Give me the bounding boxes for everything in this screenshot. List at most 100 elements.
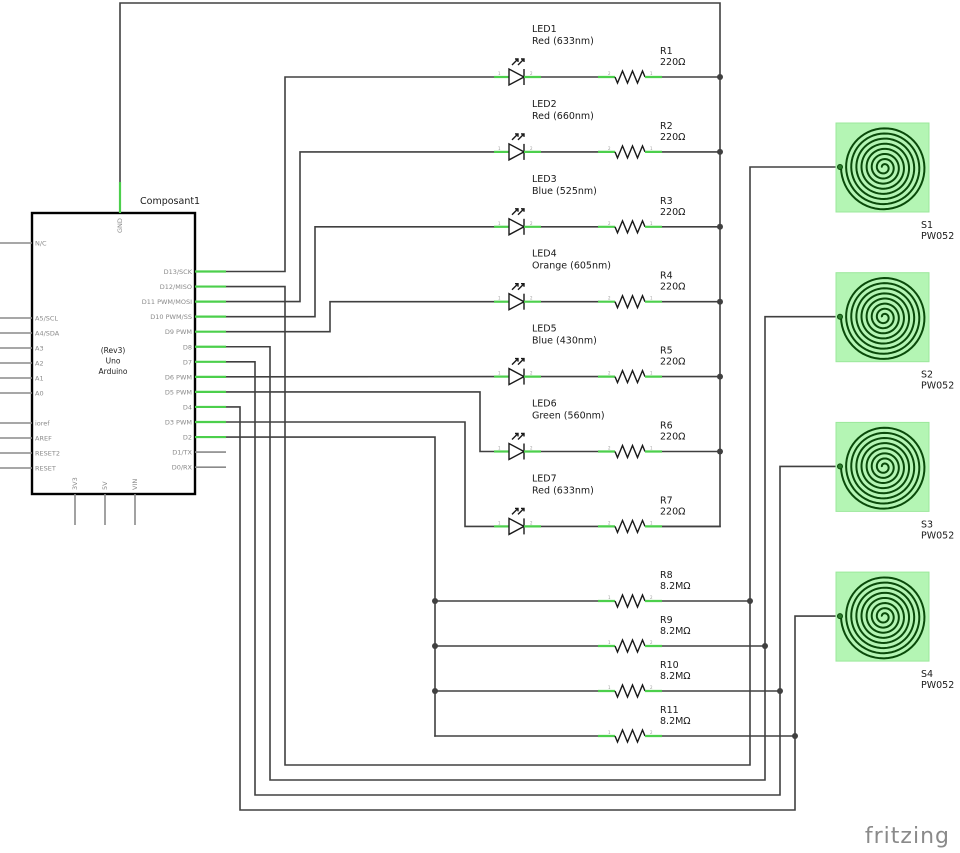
light-emission-arrows-icon (511, 58, 525, 66)
resistor-value-label: 220Ω (660, 207, 685, 218)
left-pin-label: A3 (35, 345, 44, 353)
right-pin-label: D9 PWM (165, 328, 192, 336)
led-color-label: Green (560nm) (532, 411, 605, 422)
resistor-value-label: 220Ω (660, 357, 685, 368)
right-pin-label: D7 (183, 358, 192, 366)
resistor-zigzag-icon (614, 443, 646, 460)
pin-to-led-wire (225, 421, 495, 528)
right-pin-label: D3 PWM (165, 419, 192, 427)
pin-number: 1 (498, 146, 501, 151)
sensor-ref-label: S2 (921, 370, 933, 381)
resistor-ref-label: R10 (660, 660, 679, 671)
pin-number: 2 (530, 371, 533, 376)
sensor-pin[interactable] (837, 613, 843, 620)
led-color-label: Orange (605nm) (532, 261, 611, 272)
resistor-ref-label: R5 (660, 346, 673, 357)
left-pin-label: ioref (35, 420, 50, 428)
bottom-pin-label: 5V (101, 481, 109, 490)
arduino-name-label: Composant1 (140, 196, 200, 207)
right-pin-label: D6 PWM (165, 373, 192, 381)
junction-dot (432, 688, 438, 694)
spiral-electrode-icon (840, 576, 926, 660)
led-diode-icon[interactable] (508, 217, 526, 236)
left-pin-label: RESET (35, 465, 56, 473)
led-ref-label: LED2 (532, 99, 557, 110)
arduino-body[interactable] (30, 211, 197, 496)
sensor-pin[interactable] (837, 313, 843, 320)
pin-number: 1 (498, 371, 501, 376)
resistor-zigzag-icon (614, 518, 646, 535)
led-ref-label: LED5 (532, 324, 557, 335)
pin-number: 2 (608, 371, 611, 376)
pin-number: 2 (530, 520, 533, 525)
sensor-ref-label: S4 (921, 669, 933, 680)
resistor-zigzag-icon (614, 683, 646, 699)
junction-dot (717, 298, 723, 305)
left-pin-label: A1 (35, 375, 44, 383)
led-color-label: Red (633nm) (532, 36, 594, 47)
right-pin-label: D5 PWM (165, 388, 192, 396)
led-color-label: Red (633nm) (532, 485, 594, 496)
led-ref-label: LED4 (532, 249, 557, 260)
pin-number: 2 (608, 71, 611, 76)
pin-number: 1 (608, 595, 611, 600)
pin-number: 2 (608, 296, 611, 301)
resistor-value-label: 8.2MΩ (660, 581, 691, 592)
junction-dot (717, 448, 723, 455)
sensor-pin[interactable] (837, 164, 843, 170)
resistor-value-label: 8.2MΩ (660, 626, 691, 637)
pin-number: 1 (650, 296, 653, 301)
pin-number: 2 (650, 730, 653, 735)
pin-number: 2 (608, 520, 611, 525)
junction-dot (747, 598, 753, 604)
led-diode-icon[interactable] (508, 367, 526, 386)
sensor-part-label: PW052 (921, 381, 954, 392)
pin-to-led-wire (225, 226, 495, 318)
led-color-label: Blue (430nm) (532, 336, 597, 347)
sensor-part-label: PW052 (921, 680, 954, 691)
arduino-model-text: Uno (106, 357, 121, 366)
led-diode-icon[interactable] (508, 292, 526, 311)
light-emission-arrows-icon (511, 507, 525, 515)
junction-dot (777, 688, 783, 694)
led-diode-icon[interactable] (508, 442, 526, 461)
led-diode-icon[interactable] (508, 67, 526, 87)
pin-number: 2 (650, 685, 653, 690)
left-pin-label: RESET2 (35, 450, 60, 458)
pin-number: 2 (608, 146, 611, 151)
junction-dot (717, 223, 723, 230)
light-emission-arrows-icon (511, 432, 525, 440)
sensor-pin[interactable] (837, 463, 843, 470)
spiral-electrode-icon (840, 127, 926, 211)
pin-to-sensor-loop-wire (225, 406, 841, 811)
light-emission-arrows-icon (511, 357, 525, 366)
pin-to-led-wire (225, 151, 495, 303)
pin-to-led-wire (225, 300, 495, 333)
resistor-value-label: 220Ω (660, 506, 685, 517)
resistor-zigzag-icon (614, 368, 646, 385)
led-diode-icon[interactable] (508, 142, 526, 162)
right-pin-label: D10 PWM/SS (150, 313, 192, 321)
pin-number: 1 (650, 446, 653, 451)
pin-number: 1 (650, 221, 653, 226)
sensor-ref-label: S3 (921, 519, 933, 530)
light-emission-arrows-icon (511, 208, 525, 216)
junction-dot (432, 643, 438, 649)
pin-number: 1 (650, 520, 653, 525)
resistor-value-label: 8.2MΩ (660, 671, 691, 682)
led-diode-icon[interactable] (508, 517, 526, 536)
junction-dot (717, 148, 723, 155)
arduino-uno[interactable]: Composant1(Rev3)UnoArduinoGNDN/CA5/SCLA4… (0, 182, 226, 525)
pin-to-sensor-loop-wire (225, 360, 841, 796)
resistor-ref-label: R7 (660, 495, 673, 506)
right-pin-label: D2 (183, 434, 192, 442)
